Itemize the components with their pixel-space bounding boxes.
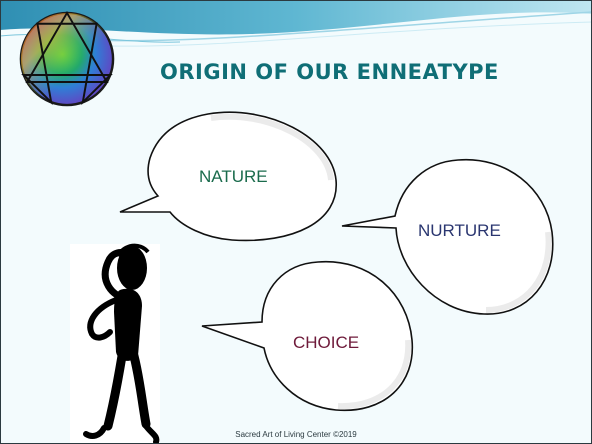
nurture-label: NURTURE: [418, 221, 501, 241]
nature-label: NATURE: [199, 167, 268, 187]
choice-label: CHOICE: [293, 333, 359, 353]
thinking-figure-clipart: [70, 244, 160, 444]
slide-footer: Sacred Art of Living Center ©2019: [0, 430, 592, 439]
